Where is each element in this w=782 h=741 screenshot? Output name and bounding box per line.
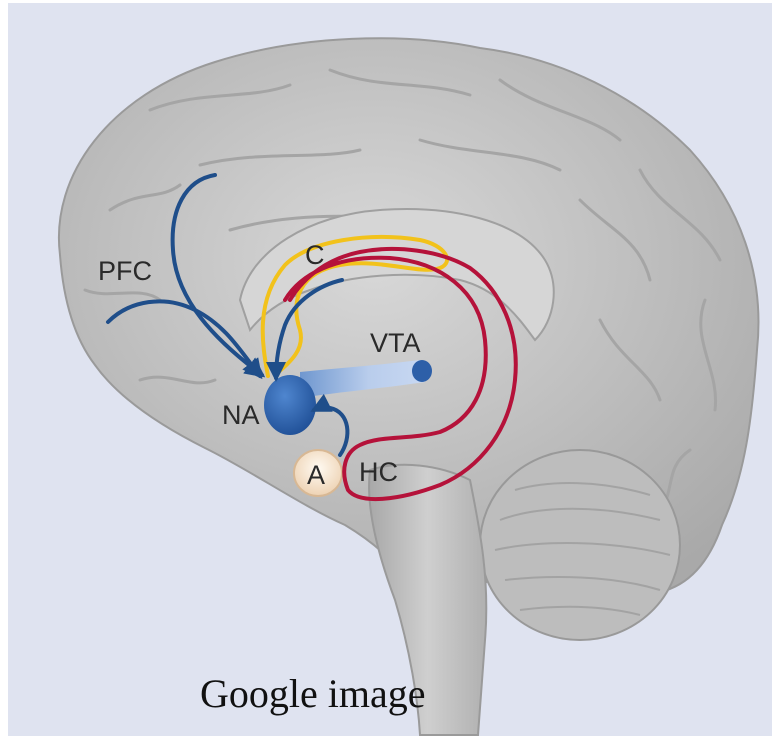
label-a: A — [307, 460, 325, 490]
label-na: NA — [222, 400, 260, 430]
nucleus-accumbens — [264, 375, 316, 435]
vta-nucleus — [412, 360, 432, 382]
label-hc: HC — [359, 457, 398, 487]
label-vta: VTA — [370, 328, 421, 358]
label-c: C — [305, 240, 325, 270]
cerebellum — [480, 450, 680, 640]
label-pfc: PFC — [98, 256, 152, 286]
image-caption: Google image — [200, 668, 500, 720]
